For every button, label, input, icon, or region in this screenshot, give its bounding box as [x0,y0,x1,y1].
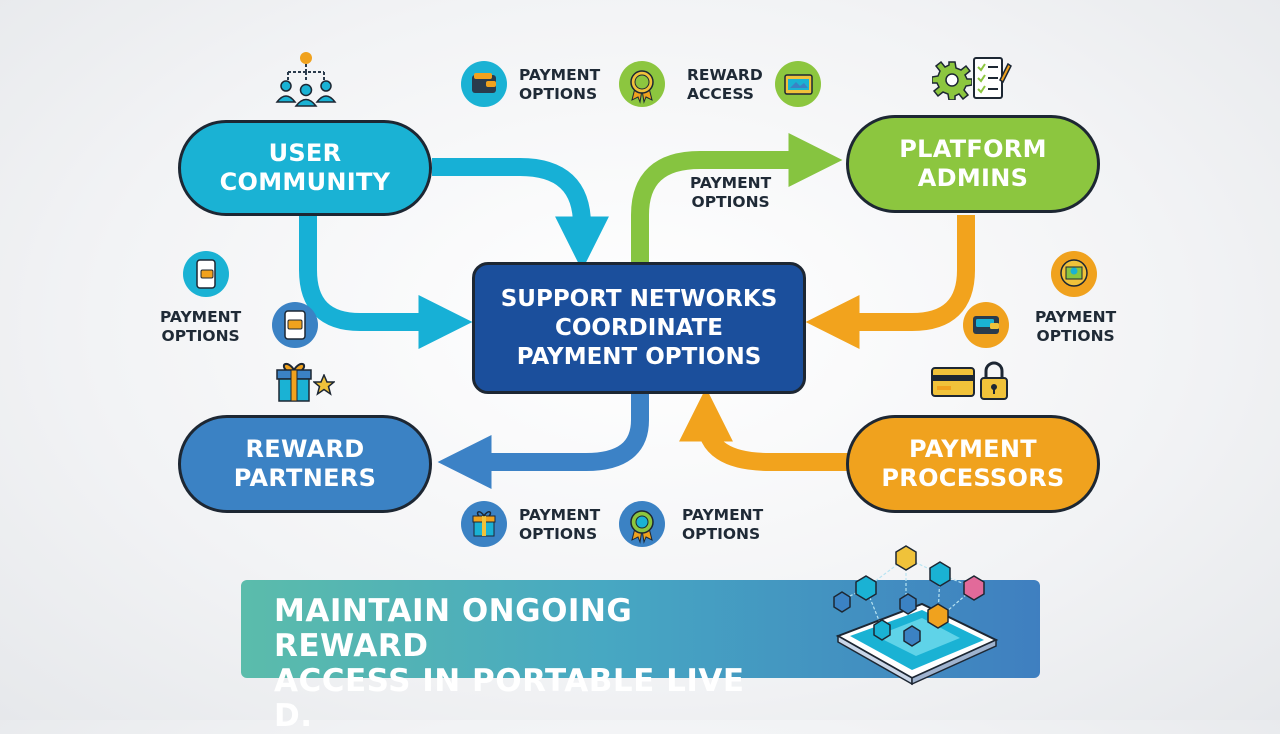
award-badge-icon [619,61,665,107]
org-chart-icon [275,52,337,107]
wallet-icon [963,302,1009,348]
banner-text: MAINTAIN ONGOING REWARD ACCESS IN PORTAB… [274,593,745,734]
award-badge-icon [1051,251,1097,297]
label-green-arrow-payment-options: PAYMENT OPTIONS [690,174,772,211]
label-top-payment-options: PAYMENT OPTIONS [519,66,601,103]
arrow-center-to-partners [437,394,649,489]
arrow-center-to-admins [631,133,843,262]
arrow-processors-to-center [679,387,848,471]
wallet-icon [461,61,507,107]
checklist-icon [973,57,1012,99]
label-bottom-payment-options-1: PAYMENT OPTIONS [519,506,601,543]
node-reward-partners: REWARD PARTNERS [178,415,432,513]
node-payment-processors: PAYMENT PROCESSORS [846,415,1100,513]
label-top-reward-access: REWARD ACCESS [687,66,763,103]
star-icon [313,374,335,396]
padlock-icon [980,361,1008,400]
gift-icon [461,501,507,547]
gift-icon [276,363,312,402]
mobile-wallet-icon [272,302,318,348]
phone-payment-icon [183,251,229,297]
arrow-admins-to-center [805,215,975,349]
arrow-user-to-center-top [432,158,609,271]
node-center: SUPPORT NETWORKS COORDINATE PAYMENT OPTI… [472,262,806,394]
node-platform-admins: PLATFORM ADMINS [846,115,1100,213]
label-bottom-payment-options-2: PAYMENT OPTIONS [682,506,764,543]
gear-icon [932,60,972,100]
credit-card-icon [931,367,975,397]
label-right-payment-options: PAYMENT OPTIONS [1035,308,1117,345]
label-left-payment-options: PAYMENT OPTIONS [160,308,242,345]
tablet-network-icon [833,545,999,686]
award-badge-icon [619,501,665,547]
arrow-user-to-center-left [299,215,473,349]
node-user-community: USER COMMUNITY [178,120,432,216]
money-card-icon [775,61,821,107]
